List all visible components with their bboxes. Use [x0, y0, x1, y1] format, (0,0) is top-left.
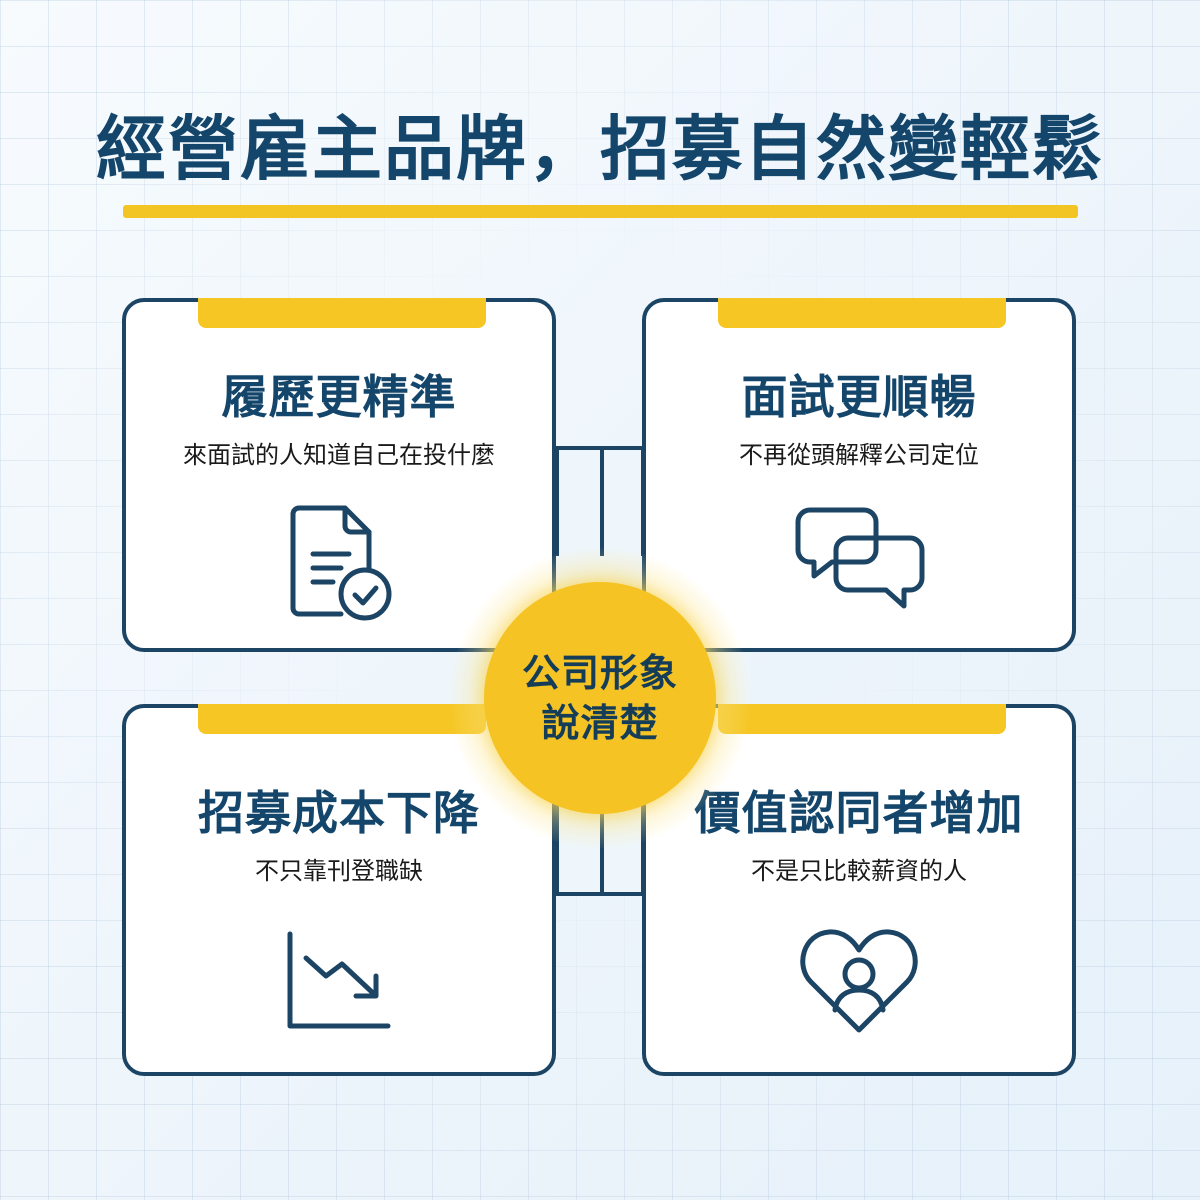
card-heading: 招募成本下降: [198, 786, 480, 840]
hub-text-line2: 說清楚: [541, 701, 659, 745]
heart-person-icon: [797, 926, 921, 1040]
card-subtitle: 不是只比較薪資的人: [751, 857, 967, 885]
card-heading: 面試更順暢: [741, 370, 977, 424]
top-connector: [555, 446, 645, 556]
card-heading: 價值認同者增加: [694, 786, 1024, 840]
hub-text-line1: 公司形象: [521, 651, 678, 695]
card-heading: 履歷更精準: [221, 370, 457, 424]
benefit-card-resume: 履歷更精準 來面試的人知道自己在投什麼: [122, 298, 556, 652]
benefit-card-interview: 面試更順暢 不再從頭解釋公司定位: [642, 298, 1076, 652]
document-check-icon: [279, 500, 399, 628]
top-connector-stem: [600, 450, 604, 556]
card-tab: [198, 298, 486, 328]
chart-down-icon: [284, 930, 394, 1036]
card-subtitle: 不再從頭解釋公司定位: [739, 441, 979, 469]
benefit-card-values: 價值認同者增加 不是只比較薪資的人: [642, 704, 1076, 1076]
title-underline: [123, 205, 1078, 218]
central-hub: 公司形象 說清楚: [484, 582, 716, 814]
chat-bubbles-icon: [792, 506, 926, 620]
card-tab: [718, 298, 1006, 328]
card-tab: [198, 704, 486, 734]
card-subtitle: 不只靠刊登職缺: [255, 857, 423, 885]
card-subtitle: 來面試的人知道自己在投什麼: [183, 441, 495, 469]
page-title: 經營雇主品牌，招募自然變輕鬆: [96, 108, 1104, 190]
card-tab: [718, 704, 1006, 734]
